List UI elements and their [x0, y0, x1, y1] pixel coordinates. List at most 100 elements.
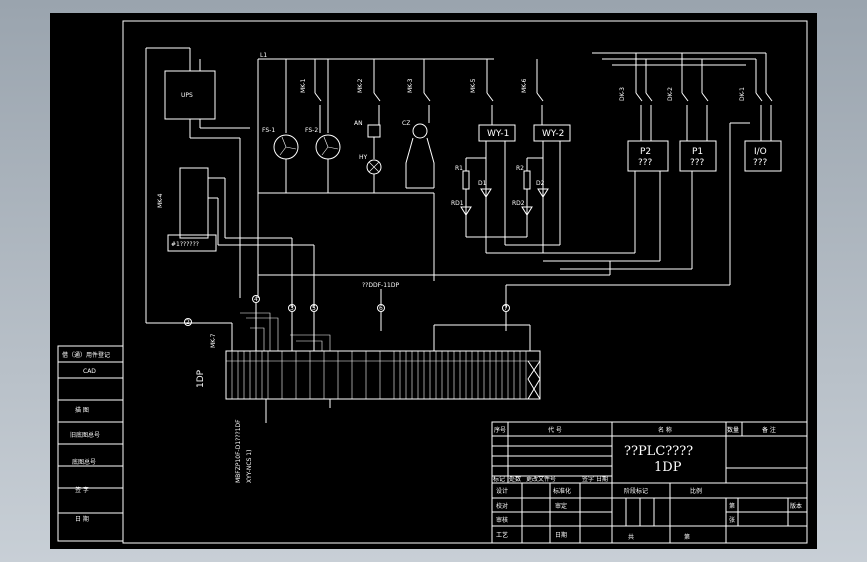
svg-text:共: 共: [628, 533, 634, 541]
svg-text:序号: 序号: [494, 426, 506, 434]
sidebar-row-3: 描 图: [75, 406, 89, 414]
svg-text:工艺: 工艺: [496, 531, 508, 539]
svg-text:???: ???: [753, 158, 768, 168]
svg-text:处数: 处数: [509, 475, 521, 483]
svg-text:DK-1: DK-1: [739, 87, 746, 101]
ups-label: UPS: [181, 92, 193, 99]
svg-text:P2: P2: [640, 147, 651, 157]
svg-text:5: 5: [312, 305, 316, 312]
left-sidebar-table: [57, 345, 124, 542]
svg-text:L1: L1: [260, 52, 267, 59]
svg-text:CZ: CZ: [402, 120, 410, 127]
p2-box: [627, 140, 669, 172]
marker-7: [502, 304, 510, 312]
svg-text:R2: R2: [516, 165, 524, 172]
sidebar-row-6: 签 字: [75, 486, 89, 494]
svg-text:MK-3: MK-3: [407, 78, 414, 93]
rd2-led: [521, 206, 533, 216]
svg-text:MK-7: MK-7: [210, 333, 217, 348]
left-device-box: [167, 234, 217, 252]
svg-text:标准化: 标准化: [553, 487, 571, 495]
svg-text:MK-4: MK-4: [157, 193, 164, 208]
svg-text:审核: 审核: [496, 516, 508, 524]
terminal-ticks: [226, 351, 540, 399]
sidebar-row-7: 日 期: [75, 515, 89, 523]
svg-text:名 称: 名 称: [658, 426, 672, 434]
svg-text:3: 3: [290, 305, 294, 312]
svg-text:RD2: RD2: [512, 200, 525, 207]
terminal-strip: [225, 350, 541, 400]
svg-text:4: 4: [254, 296, 258, 303]
svg-text:MK-1: MK-1: [300, 78, 307, 93]
p1-box: [679, 140, 717, 172]
svg-text:XYY-NCS 1): XYY-NCS 1): [246, 450, 253, 483]
svg-text:WY-1: WY-1: [487, 129, 509, 139]
marker-2: [184, 318, 192, 326]
svg-text:R1: R1: [455, 165, 463, 172]
svg-text:D1: D1: [478, 180, 487, 187]
drawing-subtitle: 1DP: [654, 460, 682, 475]
svg-text:更改文件号: 更改文件号: [526, 475, 556, 483]
svg-text:签字: 签字: [582, 475, 594, 483]
svg-text:1DP: 1DP: [196, 369, 206, 388]
svg-text:日期: 日期: [555, 531, 567, 539]
svg-text:日期: 日期: [596, 475, 608, 483]
mk4-block: [179, 167, 209, 239]
svg-text:???: ???: [690, 158, 705, 168]
svg-text:阶段标记: 阶段标记: [624, 487, 648, 495]
mk-switches: [314, 59, 544, 133]
title-block-grid: [491, 421, 808, 544]
svg-text:#1??????: #1??????: [171, 241, 199, 248]
svg-text:审定: 审定: [555, 502, 567, 510]
svg-text:AN: AN: [354, 120, 363, 127]
wy1-box: [478, 124, 516, 142]
svg-text:MK-2: MK-2: [357, 78, 364, 93]
svg-text:设计: 设计: [496, 487, 508, 495]
marker-4: [252, 295, 260, 303]
drawing-border: [122, 20, 808, 544]
svg-text:I/O: I/O: [754, 147, 767, 157]
svg-text:WY-2: WY-2: [542, 129, 564, 139]
svg-text:6: 6: [379, 305, 383, 312]
svg-text:版本: 版本: [790, 502, 802, 510]
svg-text:第: 第: [684, 533, 690, 541]
svg-text:DK-3: DK-3: [619, 87, 626, 101]
svg-text:比例: 比例: [690, 487, 702, 495]
svg-text:代 号: 代 号: [548, 426, 562, 434]
svg-text:FS-1: FS-1: [262, 127, 275, 134]
svg-text:HY: HY: [359, 154, 368, 161]
marker-6: [377, 304, 385, 312]
cable-label: MBFZP10F-D1???1DF: [235, 419, 242, 483]
sidebar-row-5: 底图总号: [72, 458, 96, 466]
sidebar-row-2: CAD: [83, 368, 96, 375]
svg-text:第: 第: [729, 502, 735, 510]
svg-text:MK-5: MK-5: [470, 78, 477, 93]
fiber-label: ??DDF-11DP: [362, 282, 399, 289]
svg-text:备 注: 备 注: [762, 426, 776, 434]
svg-text:标记: 标记: [493, 475, 505, 483]
svg-text:FS-2: FS-2: [305, 127, 318, 134]
d2-diode: [537, 188, 549, 198]
svg-text:7: 7: [504, 305, 508, 312]
svg-text:DK-2: DK-2: [667, 87, 674, 101]
svg-text:校对: 校对: [496, 502, 508, 510]
sidebar-row-1: 借（通）用件登记: [62, 351, 110, 359]
io-box: [744, 140, 782, 172]
r1-resistor: [462, 170, 470, 190]
marker-5: [310, 304, 318, 312]
marker-3: [288, 304, 296, 312]
svg-text:MK-6: MK-6: [521, 78, 528, 93]
svg-text:数量: 数量: [727, 426, 739, 434]
an-button-symbol: [367, 124, 381, 138]
sidebar-row-4: 旧底图总号: [70, 431, 100, 439]
drawing-viewport[interactable]: L1 UPS FS-1 FS-2 MK-1 MK-2 MK-3 MK-5: [50, 13, 817, 549]
svg-text:D2: D2: [536, 180, 545, 187]
d1-diode: [480, 188, 492, 198]
svg-text:张: 张: [729, 516, 735, 524]
drawing-title: ??PLC????: [624, 444, 693, 459]
rd1-led: [460, 206, 472, 216]
svg-text:P1: P1: [692, 147, 703, 157]
r2-resistor: [523, 170, 531, 190]
cz-socket-symbol: [412, 123, 428, 139]
svg-text:???: ???: [638, 158, 653, 168]
